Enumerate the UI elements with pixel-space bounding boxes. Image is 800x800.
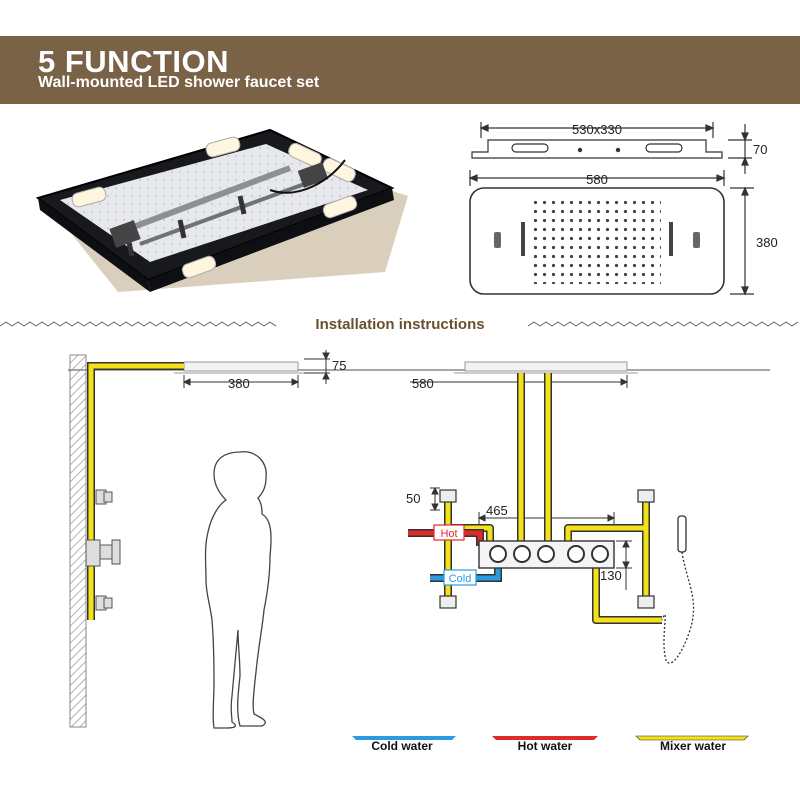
header-title: 5 FUNCTION	[38, 44, 229, 79]
human-figure	[204, 451, 272, 729]
ceiling-head-side	[174, 361, 304, 374]
housing-photo	[35, 128, 408, 292]
svg-text:Cold: Cold	[449, 573, 472, 585]
dim-valve-height: 130	[600, 568, 622, 583]
head-view-drawing	[468, 170, 754, 296]
valve-body	[478, 540, 615, 569]
wall	[69, 354, 87, 728]
side-wall-valves	[85, 489, 121, 611]
dim-panel-depth: 70	[753, 142, 767, 157]
legend-cold-water: Cold water	[352, 736, 456, 753]
hot-label: Hot	[433, 524, 465, 541]
cold-label: Cold	[443, 569, 477, 586]
top-view-drawing	[471, 122, 752, 174]
legend-mixer-water: Mixer water	[635, 735, 749, 753]
dim-head-width: 580	[586, 172, 608, 187]
side-mixer-pipe	[87, 362, 184, 620]
dim-panel-width: 530x330	[572, 122, 622, 137]
dim-side-depth: 380	[228, 376, 250, 391]
header-banner	[0, 36, 800, 104]
hand-shower	[661, 515, 695, 664]
dim-valve-width: 465	[486, 503, 508, 518]
svg-text:Mixer water: Mixer water	[660, 739, 726, 753]
dim-head-depth: 380	[756, 235, 778, 250]
body-jets	[439, 489, 655, 609]
ceiling-head-front	[454, 361, 638, 374]
dim-ceiling-drop: 75	[332, 358, 346, 373]
legend-hot-water: Hot water	[492, 736, 598, 753]
section-title: Installation instructions	[315, 316, 484, 333]
header-subtitle: Wall-mounted LED shower faucet set	[38, 74, 320, 91]
dim-valve-offset: 50	[406, 491, 420, 506]
front-mixer-pipes	[444, 373, 662, 624]
svg-text:Hot water: Hot water	[518, 739, 573, 753]
dim-front-width: 580	[412, 376, 434, 391]
svg-text:Hot: Hot	[440, 528, 457, 540]
svg-text:Cold water: Cold water	[371, 739, 433, 753]
section-divider	[0, 321, 799, 327]
